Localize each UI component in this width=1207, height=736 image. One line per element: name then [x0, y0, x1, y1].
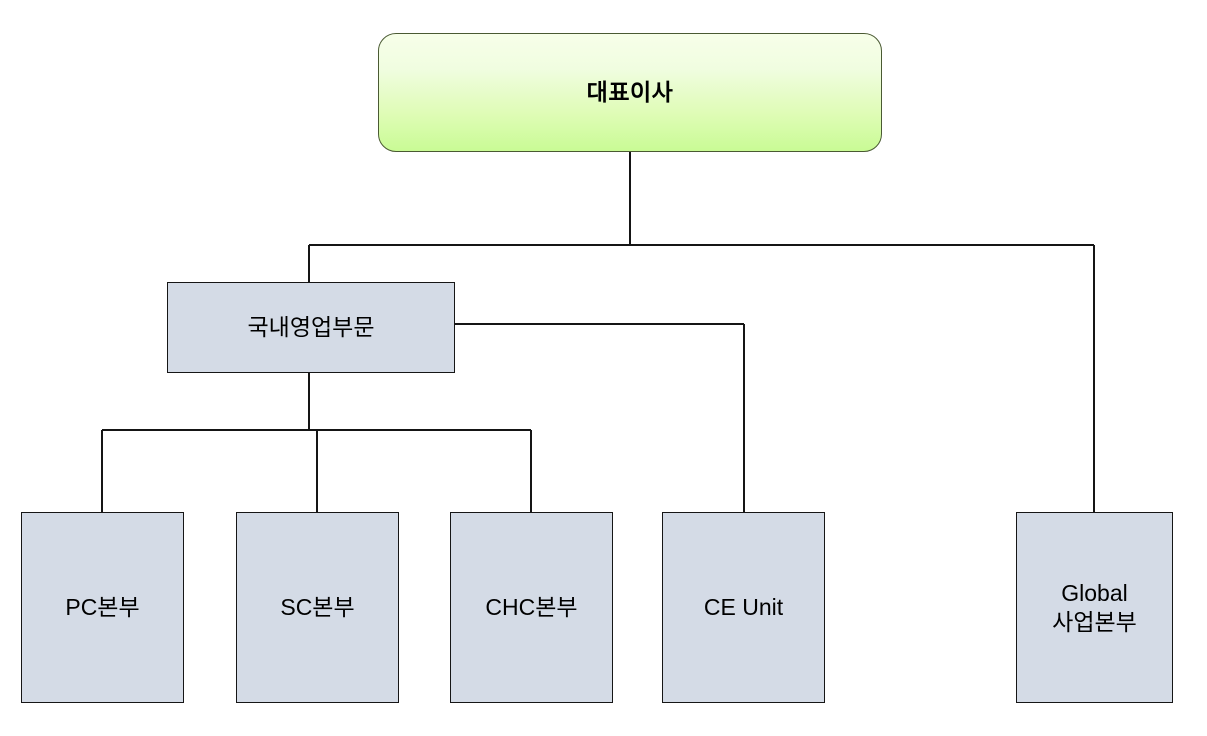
- node-domestic-sales-label: 국내영업부문: [247, 314, 375, 341]
- node-ceo-label: 대표이사: [586, 79, 674, 106]
- node-global-division[interactable]: Global 사업본부: [1016, 512, 1173, 703]
- node-pc-division[interactable]: PC본부: [21, 512, 184, 703]
- node-domestic-sales[interactable]: 국내영업부문: [167, 282, 455, 373]
- node-ce-unit-label: CE Unit: [703, 594, 784, 621]
- node-global-division-label: Global 사업본부: [1052, 580, 1137, 635]
- node-pc-division-label: PC본부: [65, 594, 140, 621]
- node-chc-division-label: CHC본부: [485, 594, 578, 621]
- node-ceo[interactable]: 대표이사: [378, 33, 882, 152]
- node-sc-division-label: SC본부: [280, 594, 355, 621]
- node-sc-division[interactable]: SC본부: [236, 512, 399, 703]
- node-ce-unit[interactable]: CE Unit: [662, 512, 825, 703]
- node-chc-division[interactable]: CHC본부: [450, 512, 613, 703]
